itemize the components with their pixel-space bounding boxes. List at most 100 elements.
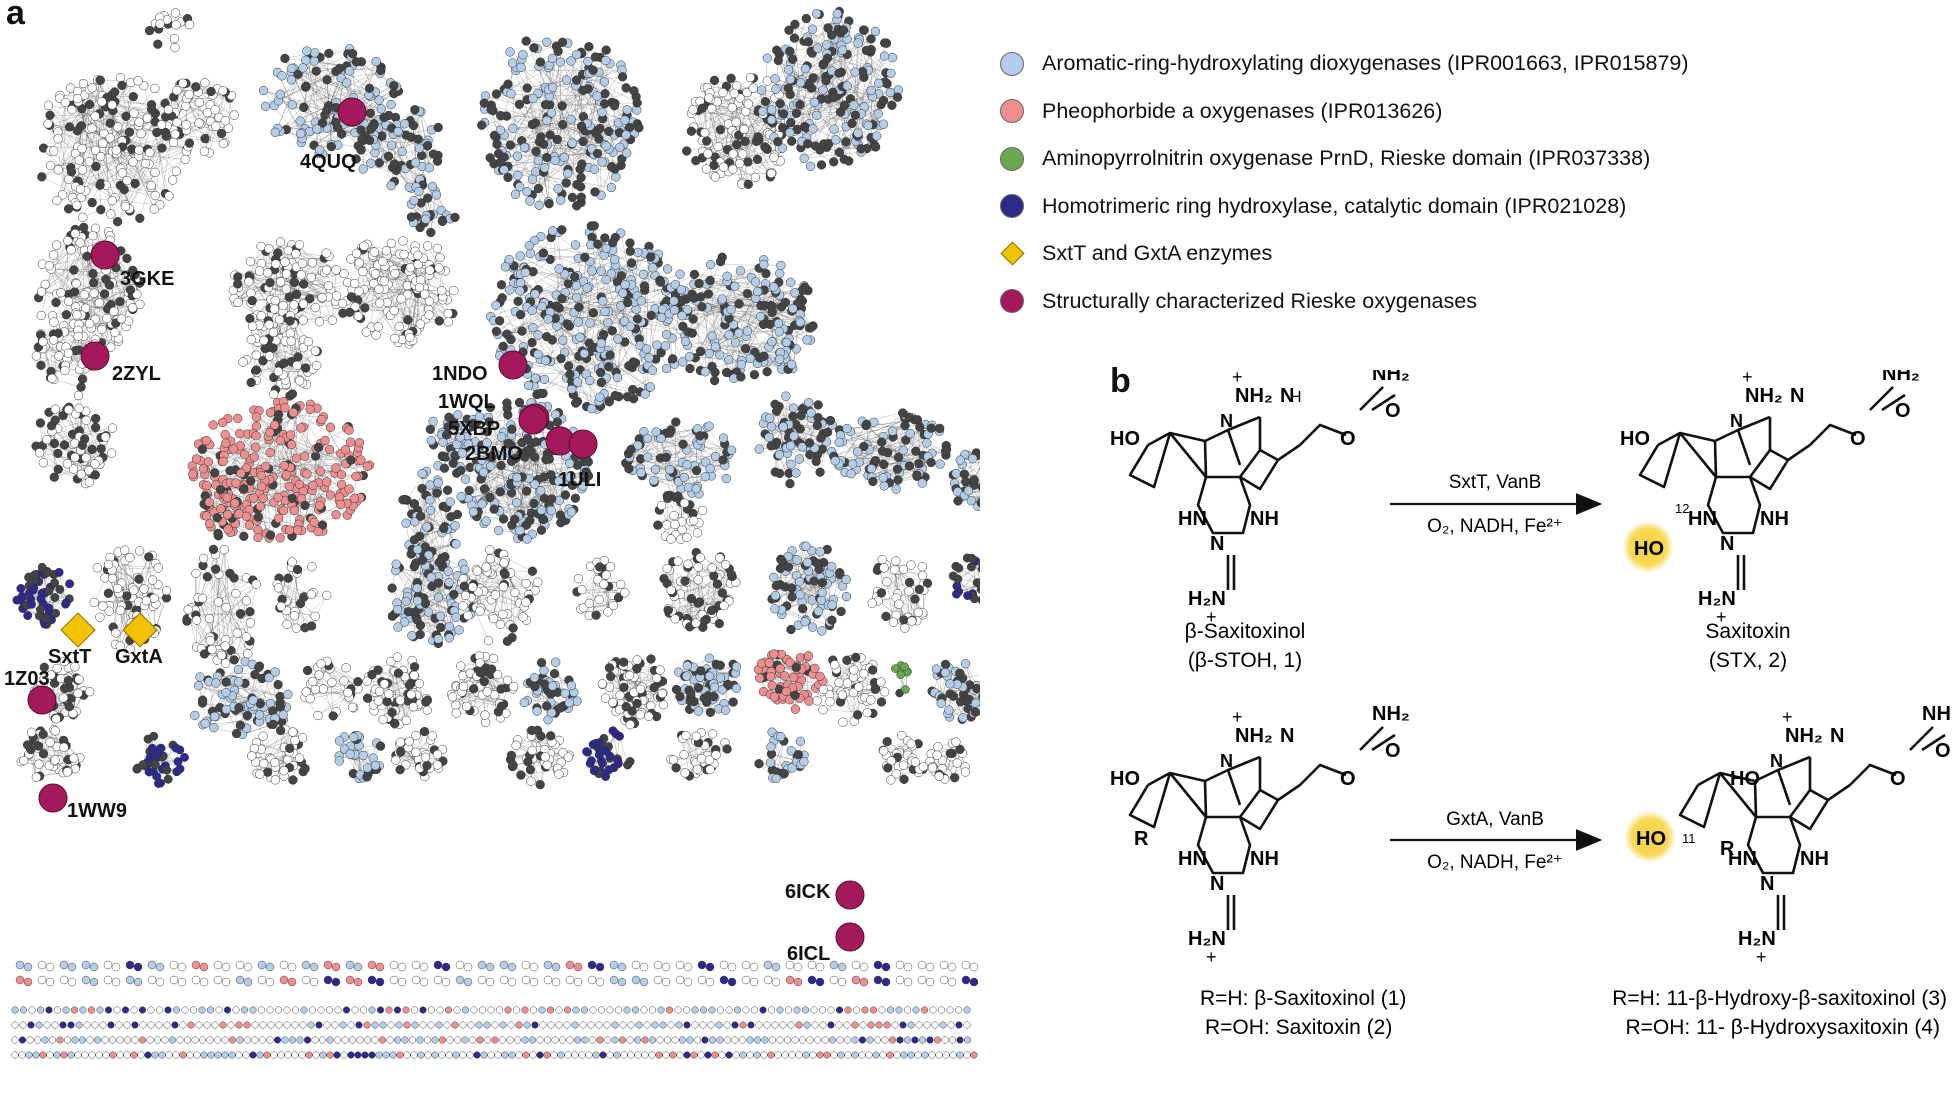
- atom-label: NH: [1800, 848, 1829, 870]
- substrate-1-abbr: (β-STOH, 1): [1188, 649, 1302, 672]
- atom-label: NH₂: [1235, 725, 1273, 747]
- legend-label: Aminopyrrolnitrin oxygenase PrnD, Rieske…: [1042, 146, 1651, 171]
- atom-label: NH: [1760, 508, 1789, 530]
- legend-item: Homotrimeric ring hydroxylase, catalytic…: [1000, 183, 1689, 231]
- legend-item: Aminopyrrolnitrin oxygenase PrnD, Rieske…: [1000, 135, 1689, 183]
- structure-label: 1WQL: [438, 391, 496, 413]
- charge-label: +: [1756, 947, 1767, 967]
- panel-label-a: a: [6, 0, 25, 32]
- atom-label: NH: [1250, 848, 1279, 870]
- hydroxyl-highlight: [1622, 521, 1674, 573]
- atom-label: N: [1220, 751, 1233, 771]
- product-1-structure: N NH₂ + N HO HO 12 O NH₂ O HN NH N H₂N +: [1620, 370, 1920, 627]
- structure-label: 5XBP: [448, 418, 500, 440]
- atom-label: NH₂: [1372, 370, 1410, 385]
- atom-label: HO: [1110, 768, 1140, 790]
- charge-label: +: [1716, 607, 1727, 627]
- atom-label: HN: [1178, 848, 1207, 870]
- structure-label: 2ZYL: [112, 363, 161, 385]
- product-2-line1: R=H: 11-β-Hydroxy-β-saxitoxinol (3): [1612, 987, 1947, 1010]
- atom-label: H₂N: [1188, 928, 1226, 950]
- product-2-line2: R=OH: 11- β-Hydroxysaxitoxin (4): [1625, 1016, 1940, 1039]
- atom-label: N: [1830, 725, 1844, 747]
- legend-swatch: [1000, 51, 1024, 76]
- reagents-top: SxtT, VanB: [1449, 472, 1542, 493]
- structure-label: 1NDO: [432, 363, 488, 385]
- atom-label: H: [1290, 389, 1302, 406]
- legend-item: SxtT and GxtA enzymes: [999, 230, 1689, 278]
- charge-label: +: [1206, 947, 1217, 967]
- structure-marker: [27, 685, 57, 715]
- legend-swatch: [999, 241, 1025, 266]
- legend-label: Pheophorbide a oxygenases (IPR013626): [1042, 98, 1443, 123]
- structure-marker: [518, 405, 548, 435]
- structure-label: 1Z03: [4, 668, 50, 690]
- legend-label: SxtT and GxtA enzymes: [1042, 241, 1273, 266]
- atom-label: HO: [1730, 768, 1760, 790]
- charge-label: +: [1742, 370, 1753, 387]
- structure-marker: [337, 97, 367, 127]
- charge-label: +: [1206, 607, 1217, 627]
- atom-label: O: [1385, 740, 1401, 762]
- structure-marker: [90, 240, 120, 270]
- atom-label: NH₂: [1922, 703, 1950, 725]
- atom-label: O: [1895, 400, 1911, 422]
- atom-label: O: [1890, 768, 1906, 790]
- atom-label: NH: [1250, 508, 1279, 530]
- atom-label: N: [1280, 725, 1294, 747]
- legend-swatch: [1000, 99, 1024, 124]
- atom-label: HO: [1110, 428, 1140, 450]
- reagents-top: GxtA, VanB: [1446, 809, 1544, 830]
- legend-item: Pheophorbide a oxygenases (IPR013626): [1000, 88, 1689, 136]
- structure-label: 6ICL: [787, 943, 830, 965]
- atom-label: NH₂: [1785, 725, 1823, 747]
- position-number: 12: [1675, 501, 1689, 516]
- atom-label: O: [1340, 428, 1356, 450]
- position-number: 11: [1682, 831, 1696, 846]
- atom-label: O: [1850, 428, 1866, 450]
- legend-item: Structurally characterized Rieske oxygen…: [1000, 278, 1689, 326]
- atom-label: N: [1220, 411, 1233, 431]
- atom-label: N: [1210, 873, 1224, 895]
- atom-label: N: [1730, 411, 1743, 431]
- product-1-abbr: (STX, 2): [1709, 649, 1787, 672]
- enzyme-marker: [60, 612, 96, 648]
- atom-label: HO: [1636, 828, 1666, 850]
- atom-label: NH₂: [1372, 703, 1410, 725]
- atom-label: N: [1720, 533, 1734, 555]
- legend-swatch: [1000, 146, 1024, 171]
- atom-label: N: [1770, 751, 1783, 771]
- enzyme-label: GxtA: [115, 646, 163, 668]
- atom-label: H₂N: [1698, 588, 1736, 610]
- substrate-2-line1: R=H: β-Saxitoxinol (1): [1200, 987, 1406, 1010]
- structure-label: 2BMO: [465, 443, 523, 465]
- legend-label: Homotrimeric ring hydroxylase, catalytic…: [1042, 193, 1627, 218]
- structure-label: 1ULI: [558, 469, 601, 491]
- substrate-1-structure: N NH₂ + N H HO O NH₂ O HN NH N H₂N +: [1110, 370, 1410, 627]
- structure-marker: [80, 341, 110, 371]
- atom-label: H₂N: [1188, 588, 1226, 610]
- atom-label: H₂N: [1738, 928, 1776, 950]
- atom-label: HO: [1620, 428, 1650, 450]
- charge-label: +: [1782, 707, 1793, 727]
- structure-marker: [835, 880, 865, 910]
- structure-marker: [568, 429, 598, 459]
- product-2-structure: HO 11 HO N NH₂ + N R O NH₂ O HN NH N H₂N…: [1624, 703, 1950, 967]
- reaction-2: NH₂ + N N HO R O NH₂ O HN NH N H₂N + Gxt…: [1110, 703, 1950, 1039]
- atom-label: NH₂: [1745, 385, 1783, 407]
- atom-label: HN: [1728, 848, 1757, 870]
- atom-label: N: [1760, 873, 1774, 895]
- structure-marker: [498, 350, 528, 380]
- atom-label: O: [1340, 768, 1356, 790]
- product-1-name: Saxitoxin: [1705, 620, 1790, 643]
- reagents-bottom: O₂, NADH, Fe²⁺: [1427, 852, 1563, 873]
- enzyme-label: SxtT: [48, 646, 91, 668]
- reagents-bottom: O₂, NADH, Fe²⁺: [1427, 516, 1563, 537]
- atom-label: NH₂: [1235, 385, 1273, 407]
- reaction-1: N NH₂ + N H HO O NH₂ O HN NH N H₂N + Sxt…: [1110, 370, 1920, 672]
- atom-label: O: [1935, 740, 1950, 762]
- atom-label: HN: [1688, 508, 1717, 530]
- atom-label: O: [1385, 400, 1401, 422]
- atom-label: NH₂: [1882, 370, 1920, 385]
